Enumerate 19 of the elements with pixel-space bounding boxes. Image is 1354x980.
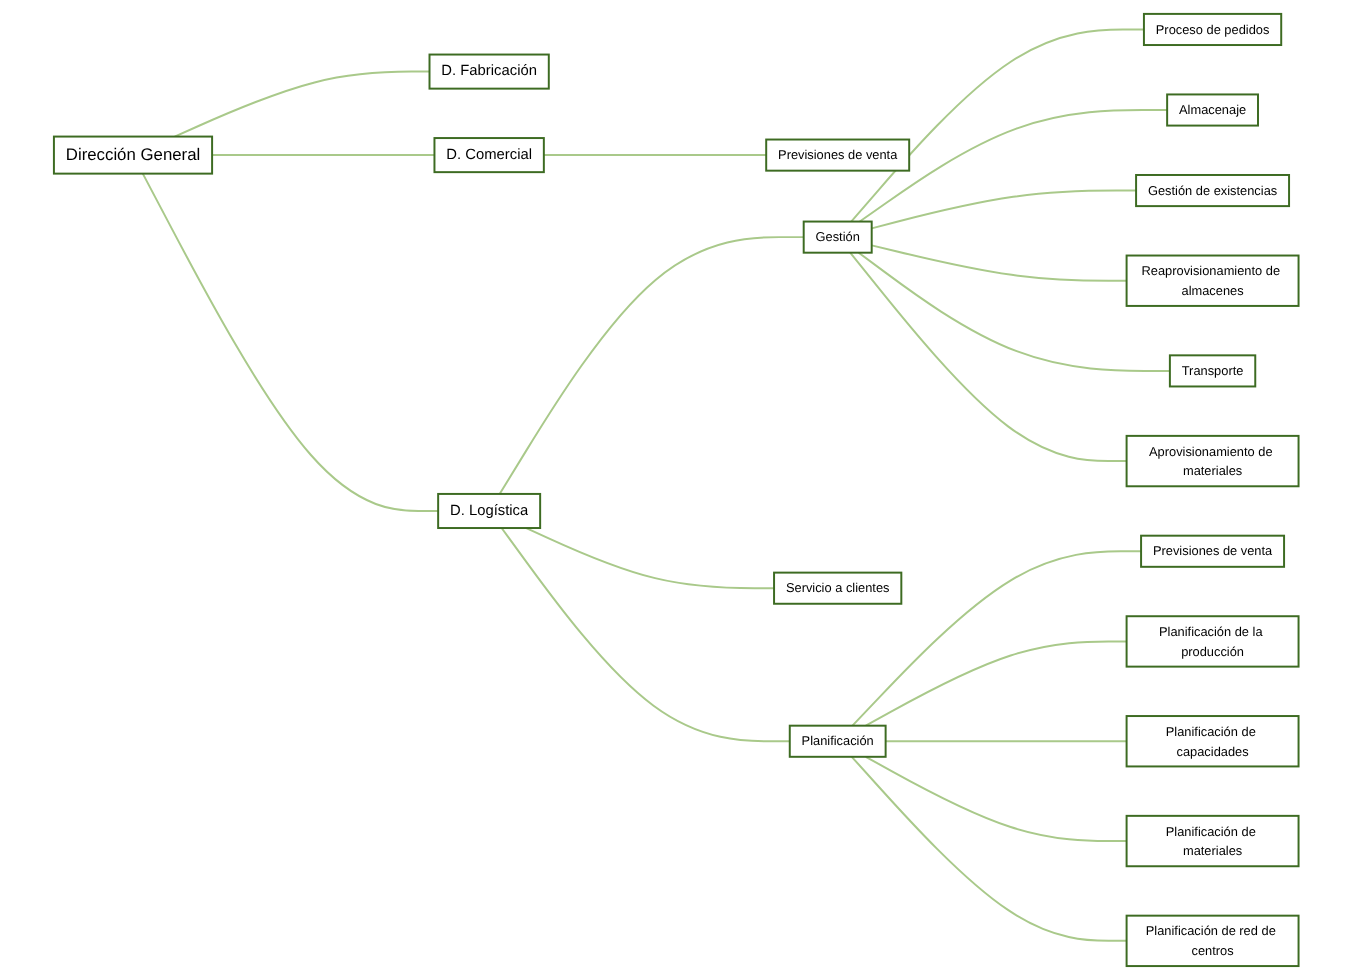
connector xyxy=(501,527,792,743)
connector xyxy=(865,755,1129,843)
connector xyxy=(142,172,440,512)
connector xyxy=(871,244,1129,282)
connector xyxy=(859,109,1169,223)
connector xyxy=(526,527,776,590)
connector xyxy=(865,640,1129,727)
connector xyxy=(858,251,1172,372)
connector xyxy=(871,189,1138,230)
node-box: Dirección General xyxy=(53,135,214,175)
connector xyxy=(885,740,1129,743)
connector xyxy=(850,28,1146,223)
connector xyxy=(850,251,1129,463)
connector xyxy=(543,154,768,157)
connector xyxy=(851,755,1129,942)
connector xyxy=(174,70,432,138)
connector xyxy=(211,154,437,157)
connector xyxy=(499,236,806,495)
connector xyxy=(852,550,1143,727)
